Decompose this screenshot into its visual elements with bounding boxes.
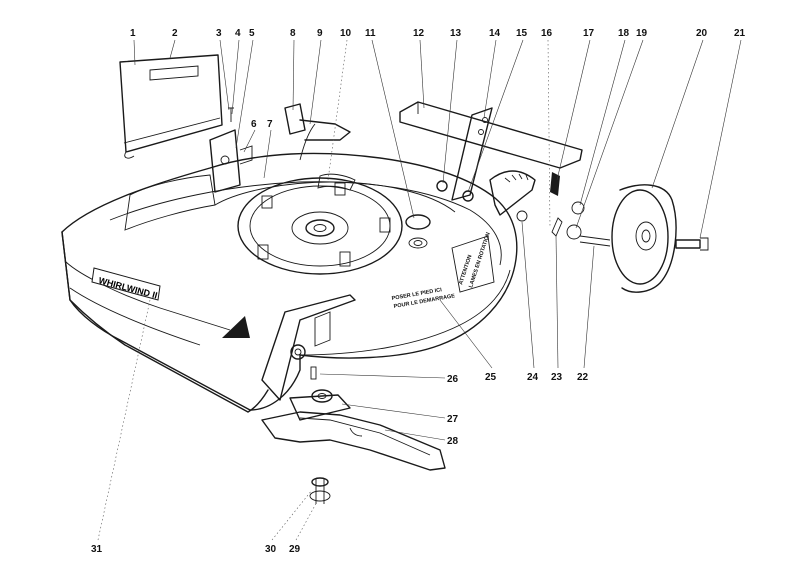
callout-27: 27 bbox=[447, 414, 459, 425]
blade-bolt bbox=[309, 477, 331, 504]
side-warning-decal: ATTENTION LAMES EN ROTATION bbox=[451, 232, 495, 293]
rear-wheel bbox=[611, 184, 677, 293]
callout-30: 30 bbox=[265, 544, 277, 555]
height-knob bbox=[405, 214, 431, 249]
callout-13: 13 bbox=[450, 28, 462, 39]
callout-28: 28 bbox=[447, 436, 459, 447]
callout-19: 19 bbox=[636, 28, 648, 39]
axle-lever bbox=[436, 107, 493, 202]
callout-11: 11 bbox=[365, 28, 376, 39]
leader-lines bbox=[97, 39, 742, 541]
callout-17: 17 bbox=[583, 28, 595, 39]
callout-29: 29 bbox=[289, 544, 301, 555]
callout-31: 31 bbox=[91, 544, 103, 555]
callout-21: 21 bbox=[734, 28, 746, 39]
motor-mount-ring bbox=[237, 173, 403, 275]
callout-22: 22 bbox=[577, 372, 589, 383]
callout-15: 15 bbox=[516, 28, 528, 39]
cutting-blade bbox=[261, 411, 446, 471]
callout-2: 2 bbox=[172, 28, 178, 39]
front-bracket bbox=[261, 294, 356, 401]
handle-bracket-left bbox=[209, 129, 253, 193]
chute-guard bbox=[284, 103, 351, 161]
callout-20: 20 bbox=[696, 28, 708, 39]
callout-4: 4 bbox=[235, 28, 241, 39]
callout-25: 25 bbox=[485, 372, 497, 383]
callout-14: 14 bbox=[489, 28, 501, 39]
warning-triangle bbox=[222, 316, 250, 338]
callout-12: 12 bbox=[413, 28, 425, 39]
callout-labels: 1 2 3 4 5 6 7 8 9 10 11 12 13 14 15 16 1… bbox=[91, 28, 746, 555]
footrest-warning-decal: POSER LE PIED ICI POUR LE DEMARRAGE bbox=[391, 287, 455, 310]
callout-16: 16 bbox=[541, 28, 553, 39]
rear-flap bbox=[119, 54, 223, 159]
callout-3: 3 bbox=[216, 28, 222, 39]
callout-18: 18 bbox=[618, 28, 630, 39]
callout-26: 26 bbox=[447, 374, 459, 385]
callout-1: 1 bbox=[130, 28, 136, 39]
rear-baffle bbox=[399, 101, 583, 169]
callout-8: 8 bbox=[290, 28, 296, 39]
screw-4 bbox=[228, 107, 234, 122]
callout-10: 10 bbox=[340, 28, 352, 39]
callout-6: 6 bbox=[251, 119, 257, 130]
callout-7: 7 bbox=[267, 119, 273, 130]
drive-pin bbox=[310, 366, 317, 380]
callout-5: 5 bbox=[249, 28, 255, 39]
mower-deck bbox=[61, 152, 518, 413]
axle-bolt bbox=[675, 237, 709, 251]
wheel-spacers bbox=[516, 201, 611, 247]
callout-23: 23 bbox=[551, 372, 563, 383]
callout-24: 24 bbox=[527, 372, 539, 383]
callout-9: 9 bbox=[317, 28, 323, 39]
